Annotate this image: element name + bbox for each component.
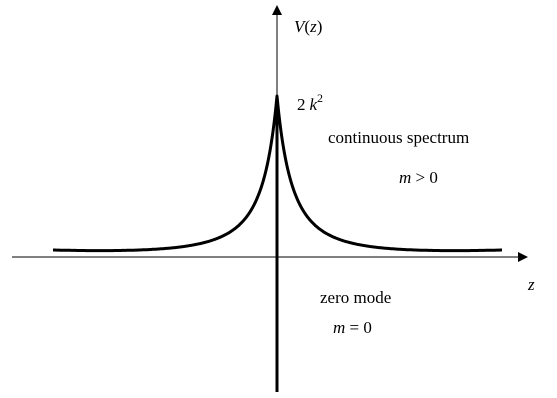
x-axis-label: z — [527, 275, 535, 294]
zero-mode-label: zero mode — [320, 288, 391, 307]
continuous-condition-label: m > 0 — [399, 168, 438, 187]
potential-curve — [52, 94, 503, 253]
continuous-spectrum-label: continuous spectrum — [328, 128, 469, 147]
zero-mode-condition-label: m = 0 — [333, 318, 372, 337]
potential-label: V(z) — [294, 17, 322, 36]
